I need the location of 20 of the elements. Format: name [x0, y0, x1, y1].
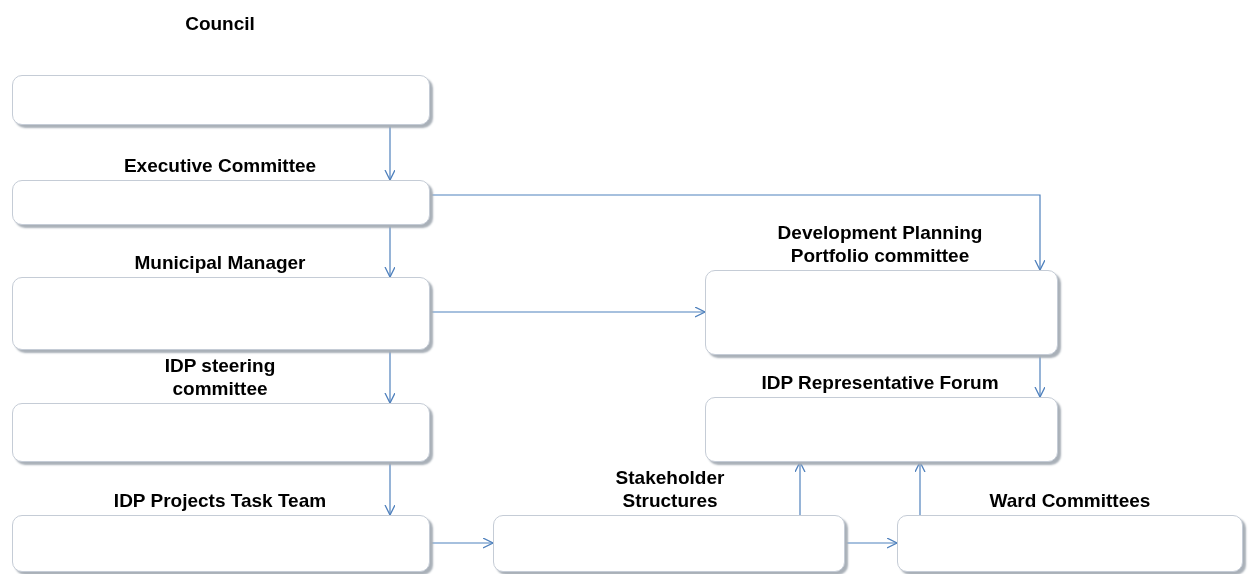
box-heading: IDP Projects Task Team: [112, 489, 328, 512]
arrow: [384, 349, 396, 404]
box-heading: Ward Committees: [988, 489, 1152, 512]
box-heading: Development Planning Portfolio committee: [776, 221, 984, 267]
arrow: [429, 537, 494, 549]
box-heading: Municipal Manager: [133, 251, 307, 274]
arrow: [1034, 354, 1046, 398]
arrow: [384, 224, 396, 278]
box-heading: IDP Representative Forum: [760, 371, 1000, 394]
arrow: [429, 306, 706, 318]
arrow: [429, 194, 1046, 271]
box-heading: Executive Committee: [122, 154, 318, 177]
arrow: [384, 124, 396, 181]
box-heading: IDP steering committee: [163, 354, 277, 400]
box-heading: Council: [184, 12, 256, 35]
box-heading: Stakeholder Structures: [614, 466, 726, 512]
arrow: [794, 461, 806, 516]
arrow: [844, 537, 898, 549]
arrow: [384, 461, 396, 516]
arrow: [914, 461, 926, 516]
